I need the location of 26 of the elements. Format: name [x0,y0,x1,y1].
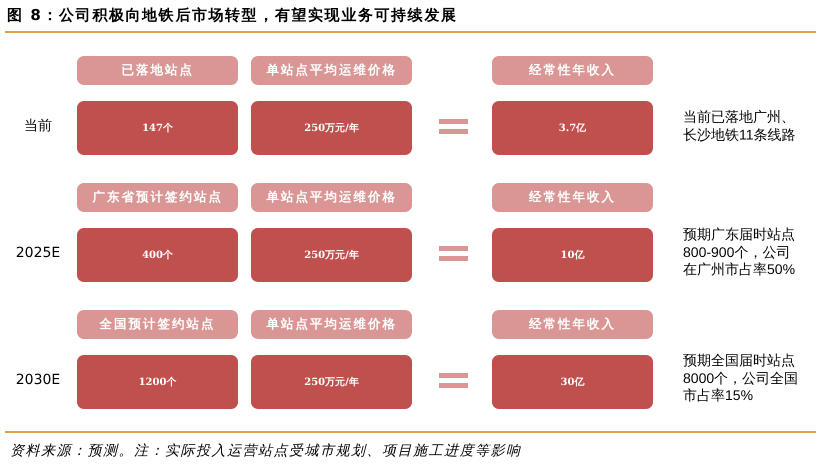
value-box: 1200个 [77,355,238,409]
category-box: 全国预计签约站点 [77,310,238,339]
category-box: 已落地站点 [77,56,238,85]
value-box: 250万元/年 [251,228,412,282]
caption: 资料来源：预测。注：实际投入运营站点受城市规划、项目施工进度等影响 [10,442,522,461]
value-box: 10亿 [492,228,653,282]
value-box: 147个 [77,101,238,155]
category-box: 单站点平均运维价格 [251,310,412,339]
category-box: 经常性年收入 [492,56,653,85]
value-box: 250万元/年 [251,101,412,155]
note-text: 预期全国届时站点8000个，公司全国市占率15% [683,352,800,404]
category-box: 广东省预计签约站点 [77,183,238,212]
value-box: 400个 [77,228,238,282]
category-box: 单站点平均运维价格 [251,56,412,85]
row-label: 2025E [14,244,62,262]
value-box: 30亿 [492,355,653,409]
row-label: 当前 [23,117,53,135]
row-label: 2030E [14,371,62,389]
value-box: 3.7亿 [492,101,653,155]
category-box: 单站点平均运维价格 [251,183,412,212]
title: 图 8：公司积极向地铁后市场转型，有望实现业务可持续发展 [7,5,458,25]
value-box: 250万元/年 [251,355,412,409]
category-box: 经常性年收入 [492,310,653,339]
note-text: 预期广东届时站点800-900个，公司在广州市占率50% [683,226,796,278]
note-text: 当前已落地广州、长沙地铁11条线路 [683,108,797,144]
category-box: 经常性年收入 [492,183,653,212]
